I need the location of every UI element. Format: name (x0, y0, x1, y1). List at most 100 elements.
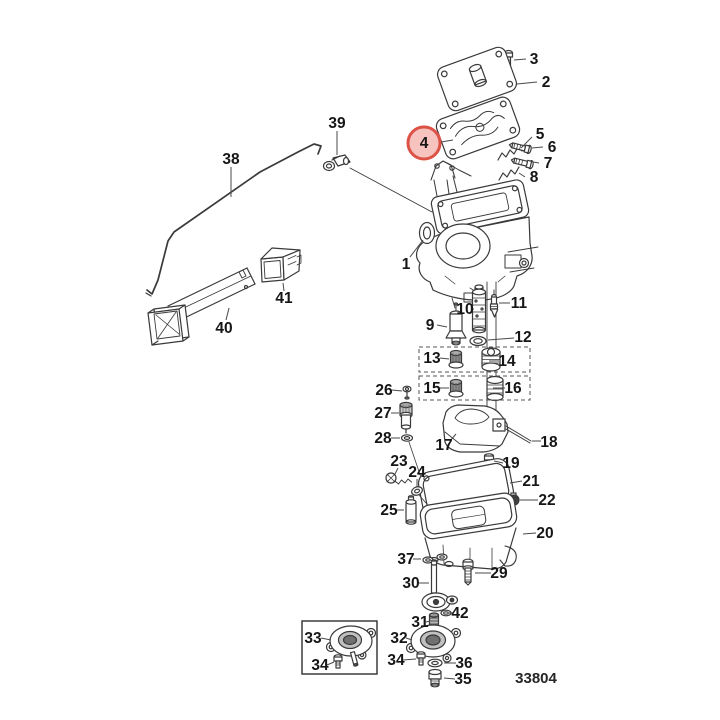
callout-9[interactable]: 9 (426, 317, 435, 334)
leader-3 (513, 58, 527, 61)
callout-1[interactable]: 1 (402, 256, 411, 273)
part-12-washer (469, 335, 487, 347)
callout-16[interactable]: 16 (504, 380, 522, 397)
leader-2 (516, 81, 538, 85)
callout-20[interactable]: 20 (536, 525, 553, 542)
part-25-plunger (405, 495, 417, 525)
part-39-clamp (322, 154, 433, 213)
callout-21[interactable]: 21 (522, 473, 540, 490)
callout-23[interactable]: 23 (390, 453, 408, 470)
callout-32[interactable]: 32 (390, 630, 407, 647)
part-27-plunger (399, 401, 413, 434)
callout-15[interactable]: 15 (423, 380, 441, 397)
part-36-washer (427, 658, 443, 668)
leader-34-left (326, 661, 335, 666)
callout-35[interactable]: 35 (454, 671, 472, 688)
leader-41 (282, 282, 285, 292)
part-17-float (442, 404, 509, 453)
callout-11[interactable]: 11 (511, 295, 528, 312)
callout-34-left[interactable]: 34 (311, 657, 329, 674)
callout-22[interactable]: 22 (538, 492, 555, 509)
part-29-drain-screw (462, 558, 474, 586)
callout-19[interactable]: 19 (502, 455, 520, 472)
group-box-2 (418, 375, 531, 401)
part-14-main-jet (481, 347, 501, 372)
leader-9 (436, 324, 448, 328)
leader-17 (449, 433, 457, 442)
part-30-pump-shaft (421, 559, 459, 612)
leader-33 (320, 637, 332, 641)
callout-17[interactable]: 17 (435, 437, 452, 454)
callout-4[interactable]: 4 (420, 135, 429, 152)
part-18-float-pin (505, 425, 532, 444)
group-box-1 (418, 346, 531, 373)
callout-25[interactable]: 25 (380, 502, 398, 519)
leader-20 (522, 532, 537, 535)
callout-10[interactable]: 10 (456, 301, 473, 318)
part-34-screw-right (416, 651, 426, 666)
part-34-screw-left (333, 654, 343, 669)
callout-24[interactable]: 24 (408, 464, 426, 481)
callout-39[interactable]: 39 (328, 115, 346, 132)
callout-7[interactable]: 7 (544, 155, 553, 172)
leader-19 (493, 460, 504, 464)
callout-13[interactable]: 13 (423, 350, 441, 367)
leader-35 (443, 677, 456, 680)
leader-21 (509, 480, 523, 484)
callout-6[interactable]: 6 (548, 139, 557, 156)
part-13-jet (448, 349, 464, 369)
leader-12 (487, 337, 515, 341)
part-24-washer (411, 486, 434, 512)
leader-1 (409, 239, 424, 258)
part-32-pump-flange (405, 624, 462, 663)
part-23-idle-screw (385, 472, 412, 485)
callout-29[interactable]: 29 (490, 565, 508, 582)
leader-32 (405, 637, 413, 641)
part-38-link-rod (145, 143, 322, 297)
callout-37[interactable]: 37 (397, 551, 414, 568)
callout-8[interactable]: 8 (530, 169, 539, 186)
callout-12[interactable]: 12 (514, 329, 531, 346)
leader-5 (520, 136, 533, 149)
leader-40 (225, 307, 230, 321)
highlight-circle[interactable] (406, 125, 442, 161)
leader-6 (531, 146, 544, 149)
callout-27[interactable]: 27 (374, 405, 391, 422)
part-26-cap (402, 385, 412, 400)
part-7-screw (510, 157, 534, 170)
part-40-tube (147, 267, 256, 346)
callout-28[interactable]: 28 (374, 430, 392, 447)
callout-3[interactable]: 3 (530, 51, 539, 68)
part-20-float-bowl (419, 492, 518, 570)
callout-33[interactable]: 33 (304, 630, 322, 647)
callout-5[interactable]: 5 (536, 126, 545, 143)
callout-40[interactable]: 40 (215, 320, 232, 337)
callout-14[interactable]: 14 (498, 353, 516, 370)
callout-30[interactable]: 30 (402, 575, 419, 592)
callout-34-right[interactable]: 34 (387, 652, 405, 669)
part-37-washers (422, 553, 448, 564)
group-box-3 (301, 620, 378, 675)
part-9-pilot-jet (445, 302, 467, 346)
leader-26 (391, 389, 403, 392)
part-11-needle (489, 289, 499, 318)
part-1-carburetor-body (415, 160, 539, 421)
leader-8 (518, 172, 526, 178)
part-2-cover-plate (436, 46, 518, 112)
callout-18[interactable]: 18 (540, 434, 558, 451)
callout-26[interactable]: 26 (375, 382, 393, 399)
leader-23 (394, 467, 399, 475)
callout-38[interactable]: 38 (222, 151, 240, 168)
callout-31[interactable]: 31 (411, 614, 429, 631)
drawing-number: 33804 (515, 670, 557, 687)
callout-41[interactable]: 41 (275, 290, 293, 307)
callout-2[interactable]: 2 (542, 74, 551, 91)
part-6-screw (508, 142, 532, 155)
callout-36[interactable]: 36 (455, 655, 473, 672)
part-35-plug (428, 668, 442, 688)
part-8-spring (498, 166, 520, 181)
leader-34-right (402, 658, 417, 661)
callout-42[interactable]: 42 (451, 605, 468, 622)
